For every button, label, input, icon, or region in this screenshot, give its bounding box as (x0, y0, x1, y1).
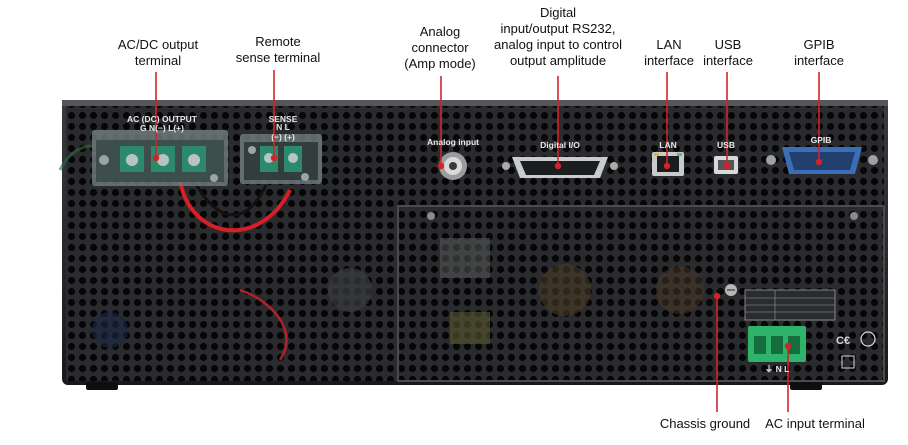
callout-lan-interface: LAN interface (644, 37, 694, 68)
rating-label-plate (744, 289, 836, 321)
panel-label-sense-pins: N L (−) (+) (271, 122, 295, 142)
panel-label-usb: USB (717, 140, 735, 150)
panel-label-sense-header: SENSE (268, 114, 298, 124)
ac-input-terminal-block (748, 326, 806, 362)
callout-analog-connector: Analog connector (Amp mode) (404, 24, 476, 71)
callout-digital-io: Digital input/output RS232, analog input… (494, 5, 622, 68)
panel-label-output-pins: G N(−) L(+) (140, 123, 184, 133)
callout-chassis-ground: Chassis ground (659, 416, 751, 431)
svg-text:C€: C€ (836, 335, 850, 347)
callout-leaders (152, 70, 823, 412)
panel-label-output-header: AC (DC) OUTPUT (127, 114, 197, 124)
foot-left (86, 382, 118, 390)
remote-sense-terminal-block (240, 134, 322, 184)
ac-dc-output-terminal-block (92, 130, 228, 186)
callout-usb-interface: USB interface (703, 37, 753, 68)
panel-label-ac-input-pins: ⏚ N L (764, 364, 790, 374)
panel-label-gpib: GPIB (810, 135, 832, 145)
callout-remote-sense-terminal: Remote sense terminal (235, 34, 321, 65)
panel-label-digital-io: Digital I/O (540, 140, 580, 150)
chassis-ground-screw (725, 284, 737, 296)
panel-label-analog-input: Analog input (427, 137, 479, 147)
callout-gpib-interface: GPIB interface (794, 37, 844, 68)
analog-input-bnc-connector (439, 152, 467, 180)
callout-ac-input-terminal: AC input terminal (765, 416, 865, 431)
callout-ac-dc-output-terminal: AC/DC output terminal (117, 37, 199, 68)
panel-label-lan: LAN (659, 140, 677, 150)
foot-right (790, 382, 822, 390)
sense-wires (178, 179, 292, 233)
certification-marks: C€ (836, 331, 876, 369)
